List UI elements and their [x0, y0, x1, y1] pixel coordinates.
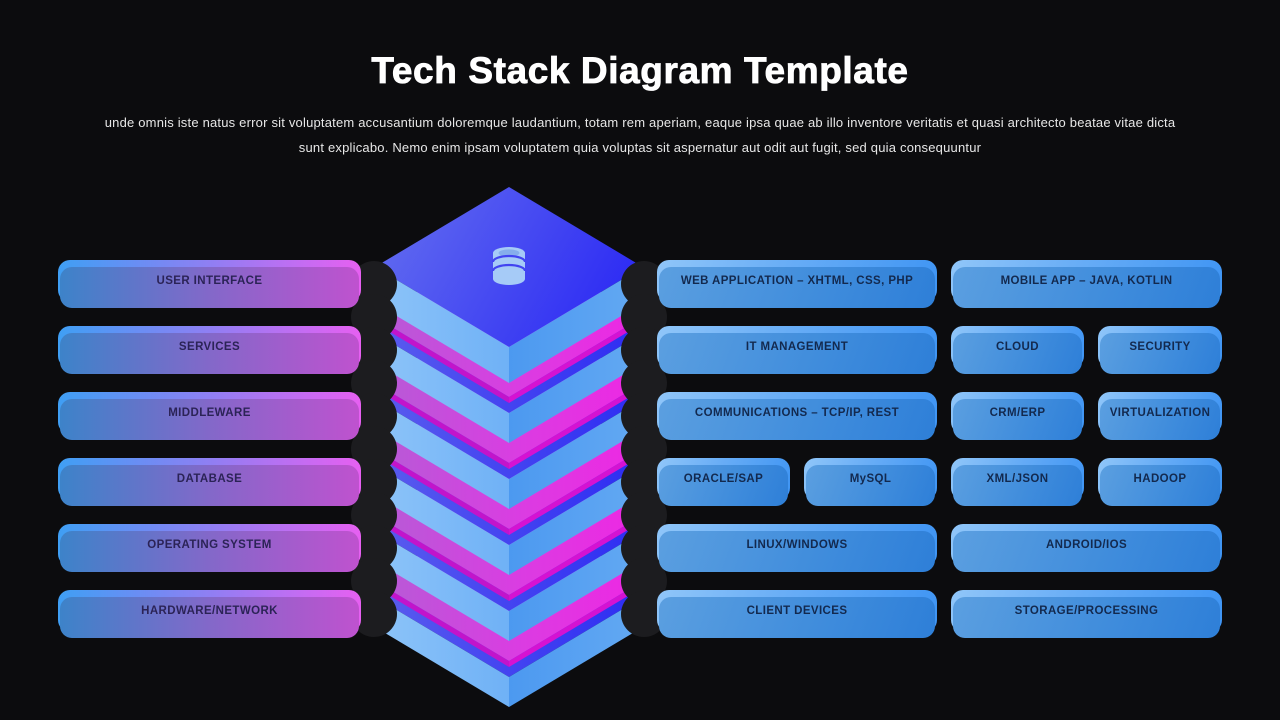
pill-label: MIDDLEWARE: [168, 407, 251, 419]
connector-nodes-left: [351, 261, 397, 637]
pill-label: XML/JSON: [986, 473, 1049, 485]
layer-label-services[interactable]: SERVICES: [58, 326, 361, 374]
pill-label: VIRTUALIZATION: [1109, 407, 1211, 419]
pill-label: WEB APPLICATION – XHTML, CSS, PHP: [680, 275, 914, 287]
pill-label: MOBILE APP – JAVA, KOTLIN: [1000, 275, 1173, 287]
pill-label: CRM/ERP: [989, 407, 1046, 419]
pill-label: CLOUD: [996, 341, 1039, 353]
pill-label: IT MANAGEMENT: [745, 341, 849, 353]
node-mobile-app[interactable]: MOBILE APP – JAVA, KOTLIN: [951, 260, 1222, 308]
pill-label: DATABASE: [176, 473, 243, 485]
pill-label: COMMUNICATIONS – TCP/IP, REST: [694, 407, 900, 419]
pill-label: USER INTERFACE: [156, 275, 263, 287]
page-title: Tech Stack Diagram Template: [371, 50, 909, 92]
node-crm-erp[interactable]: CRM/ERP: [951, 392, 1084, 440]
node-hadoop[interactable]: HADOOP: [1098, 458, 1222, 506]
node-cloud[interactable]: CLOUD: [951, 326, 1084, 374]
node-xml-json[interactable]: XML/JSON: [951, 458, 1084, 506]
node-oracle-sap[interactable]: ORACLE/SAP: [657, 458, 790, 506]
pill-label: ANDROID/IOS: [1045, 539, 1128, 551]
slide-subtitle: unde omnis iste natus error sit voluptat…: [100, 110, 1180, 160]
pill-label: HADOOP: [1133, 473, 1187, 485]
pill-label: MySQL: [849, 473, 892, 485]
node-client-devices[interactable]: CLIENT DEVICES: [657, 590, 937, 638]
node-virtualization[interactable]: VIRTUALIZATION: [1098, 392, 1222, 440]
layer-label-operating-system[interactable]: OPERATING SYSTEM: [58, 524, 361, 572]
connector-nodes-right: [621, 261, 667, 637]
pill-label: CLIENT DEVICES: [746, 605, 848, 617]
pill-label: HARDWARE/NETWORK: [141, 605, 278, 617]
layer-label-hardware-network[interactable]: HARDWARE/NETWORK: [58, 590, 361, 638]
node-security[interactable]: SECURITY: [1098, 326, 1222, 374]
layer-label-user-interface[interactable]: USER INTERFACE: [58, 260, 361, 308]
layer-label-middleware[interactable]: MIDDLEWARE: [58, 392, 361, 440]
subtitle-line-2: sunt explicabo. Nemo enim ipsam voluptat…: [298, 140, 982, 155]
node-linux-windows[interactable]: LINUX/WINDOWS: [657, 524, 937, 572]
layer-label-database[interactable]: DATABASE: [58, 458, 361, 506]
node-android-ios[interactable]: ANDROID/IOS: [951, 524, 1222, 572]
node-web-application[interactable]: WEB APPLICATION – XHTML, CSS, PHP: [657, 260, 937, 308]
pill-label: ORACLE/SAP: [683, 473, 764, 485]
pill-label: SECURITY: [1129, 341, 1191, 353]
node-communications[interactable]: COMMUNICATIONS – TCP/IP, REST: [657, 392, 937, 440]
node-it-management[interactable]: IT MANAGEMENT: [657, 326, 937, 374]
node-mysql[interactable]: MySQL: [804, 458, 937, 506]
node-storage-processing[interactable]: STORAGE/PROCESSING: [951, 590, 1222, 638]
database-icon: [491, 247, 527, 285]
pill-label: SERVICES: [178, 341, 241, 353]
pill-label: STORAGE/PROCESSING: [1014, 605, 1159, 617]
pill-label: OPERATING SYSTEM: [147, 539, 272, 551]
subtitle-line-1: unde omnis iste natus error sit voluptat…: [104, 115, 1176, 130]
pill-label: LINUX/WINDOWS: [746, 539, 848, 551]
